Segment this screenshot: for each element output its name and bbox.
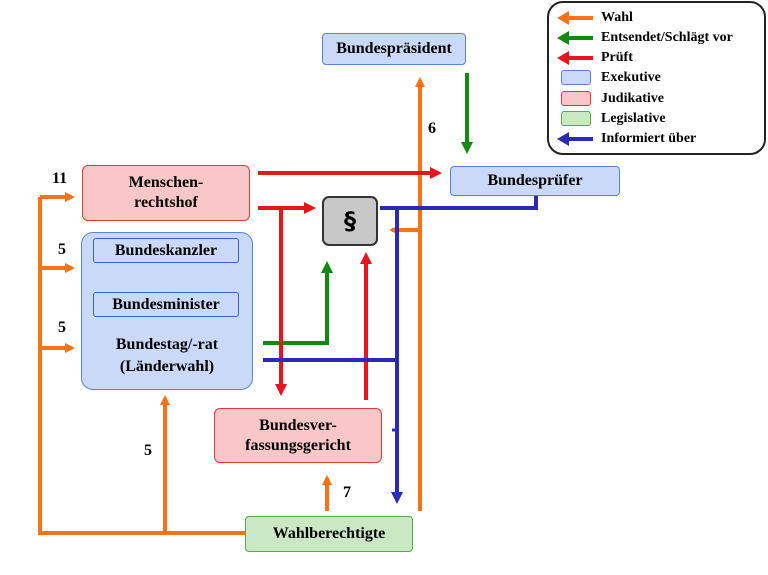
wahlberechtigte-box: Wahlberechtigte	[245, 516, 413, 552]
legend-exekutive-swatch	[561, 70, 591, 85]
wahlberechtigte-label: Wahlberechtigte	[272, 525, 386, 542]
legend-exekutive-label: Exekutive	[601, 70, 661, 85]
bverfg-label-line2: fassungsgericht	[245, 436, 351, 454]
bundestag-label-line1: Bundestag/-rat	[115, 336, 219, 353]
legend-judikative-label: Judikative	[601, 91, 665, 106]
bundesminister-box: Bundesminister	[93, 292, 239, 317]
legend-wahl-arrow-icon	[557, 11, 593, 25]
number-7: 7	[343, 484, 351, 501]
bverfg-box: Bundesver- fassungsgericht	[214, 408, 382, 463]
wahl-trunk-left	[38, 197, 245, 535]
bundestag-label: Bundestag/-rat (Länderwahl)	[81, 334, 253, 378]
legend-entsendet-arrow-icon	[557, 31, 593, 45]
bverfg-label-line1: Bundesver-	[259, 416, 337, 434]
bundespraesident-label: Bundespräsident	[336, 40, 452, 57]
paragraph-box: §	[322, 196, 378, 246]
legend-legislative-label: Legislative	[601, 111, 666, 126]
bundespraesident-box: Bundespräsident	[322, 33, 466, 65]
legend-prueft-arrow-icon	[557, 51, 593, 65]
menschenrechtshof-label-line1: Menschen-	[128, 174, 204, 191]
number-6: 6	[428, 120, 436, 137]
number-5-bottom: 5	[144, 442, 152, 459]
bundesminister-label: Bundesminister	[112, 295, 220, 313]
number-5-bundestag: 5	[58, 319, 66, 336]
bundespruefer-label: Bundesprüfer	[487, 172, 583, 189]
informiert-pruefer-line	[380, 193, 538, 210]
informiert-arrows	[263, 193, 538, 504]
menschenrechtshof-label-line2: rechtshof	[134, 194, 198, 211]
paragraph-symbol: §	[344, 207, 356, 235]
legend-informiert-arrow-icon	[557, 132, 593, 146]
bundeskanzler-label: Bundeskanzler	[114, 241, 218, 259]
legend-entsendet-label: Entsendet/Schlägt vor	[601, 30, 733, 45]
number-5-kanzler: 5	[58, 241, 66, 258]
entsendet-bundestag-to-paragraph	[263, 261, 333, 345]
bundespruefer-box: Bundesprüfer	[450, 166, 620, 196]
legend-legislative-swatch	[561, 111, 591, 126]
legend-wahl-label: Wahl	[601, 10, 633, 25]
bundeskanzler-box: Bundeskanzler	[93, 238, 239, 263]
number-11: 11	[52, 170, 68, 187]
legend-prueft-label: Prüft	[601, 50, 633, 65]
wahl-arrows	[38, 77, 425, 535]
legend: Wahl Entsendet/Schlägt vor Prüft Exekuti…	[547, 1, 766, 155]
menschenrechtshof-box: Menschen- rechtshof	[82, 165, 250, 221]
legend-judikative-swatch	[561, 91, 591, 106]
legend-informiert-label: Informiert über	[601, 131, 697, 146]
bundestag-label-line2: (Länderwahl)	[119, 358, 215, 375]
